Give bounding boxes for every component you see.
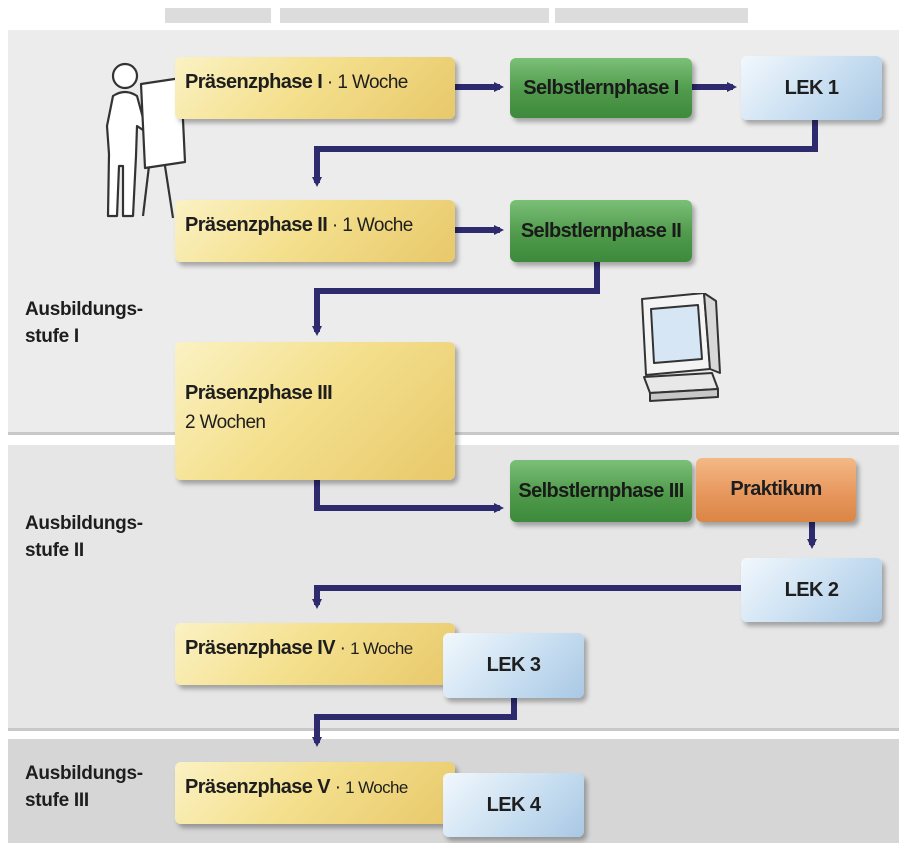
stage-label-1: Ausbildungs- stufe I	[25, 296, 143, 350]
arrow-s2-to-p3	[312, 262, 600, 336]
arrow-lek2-to-p4	[312, 585, 741, 609]
arrow-p3-to-s3	[314, 480, 504, 513]
header-bar-2	[280, 8, 549, 23]
node-praesenzphase-3-duration: 2 Wochen	[185, 412, 266, 433]
stage-label-3: Ausbildungs- stufe III	[25, 760, 143, 814]
node-praesenzphase-4-title: Präsenzphase IV	[185, 637, 336, 659]
node-selbstlernphase-1: Selbstlernphase I	[510, 58, 692, 118]
node-praesenzphase-2: Präsenzphase II · 1 Woche	[175, 200, 455, 262]
header-bar-3	[555, 8, 748, 23]
node-selbstlernphase-3-title: Selbstlernphase III	[518, 479, 684, 502]
node-praesenzphase-5: Präsenzphase V · 1 Woche	[175, 762, 455, 824]
arrow-lek1-to-p2	[312, 120, 818, 187]
node-lek-3: LEK 3	[443, 633, 584, 698]
stage-label-1-line1: Ausbildungs-	[25, 299, 143, 320]
node-praesenzphase-5-sep: ·	[330, 777, 346, 798]
node-praesenzphase-2-duration: 1 Woche	[342, 215, 413, 236]
stage-label-1-line2: stufe I	[25, 326, 79, 347]
node-lek-3-title: LEK 3	[486, 654, 541, 676]
stage-label-3-line2: stufe III	[25, 790, 89, 811]
node-lek-1-title: LEK 1	[784, 76, 839, 99]
node-praesenzphase-5-duration: 1 Woche	[345, 778, 408, 797]
node-lek-1: LEK 1	[741, 56, 882, 120]
stage-label-2-line1: Ausbildungs-	[25, 513, 143, 534]
node-praesenzphase-1-sep: ·	[322, 72, 338, 93]
node-selbstlernphase-2-title: Selbstlernphase II	[520, 219, 682, 242]
header-bar-1	[165, 8, 271, 23]
node-selbstlernphase-2: Selbstlernphase II	[510, 200, 692, 262]
node-lek-2: LEK 2	[741, 558, 882, 622]
arrow-lek3-to-p5	[312, 698, 517, 747]
node-praesenzphase-3: Präsenzphase III 2 Wochen	[175, 342, 455, 480]
node-selbstlernphase-1-title: Selbstlernphase I	[523, 76, 679, 99]
node-selbstlernphase-3: Selbstlernphase III	[510, 460, 692, 522]
node-praesenzphase-1-title: Präsenzphase I	[185, 71, 323, 93]
computer-monitor-icon	[641, 293, 721, 402]
node-praesenzphase-2-title: Präsenzphase II	[185, 214, 328, 236]
node-praesenzphase-4-sep: ·	[334, 638, 351, 659]
node-praesenzphase-1-duration: 1 Woche	[337, 72, 408, 93]
node-lek-4: LEK 4	[443, 773, 584, 837]
node-praesenzphase-1: Präsenzphase I · 1 Woche	[175, 57, 455, 119]
node-praesenzphase-4-duration: 1 Woche	[350, 639, 413, 658]
node-praesenzphase-4: Präsenzphase IV · 1 Woche	[175, 623, 455, 685]
node-praktikum: Praktikum	[696, 458, 856, 522]
node-praesenzphase-2-sep: ·	[327, 215, 343, 236]
node-lek-2-title: LEK 2	[784, 578, 839, 601]
node-lek-4-title: LEK 4	[486, 793, 541, 816]
node-praktikum-title: Praktikum	[730, 478, 822, 500]
presenter-at-flipchart-icon	[105, 62, 187, 219]
node-praesenzphase-5-title: Präsenzphase V	[185, 776, 331, 798]
stage-label-3-line1: Ausbildungs-	[25, 763, 143, 784]
stage-label-2: Ausbildungs- stufe II	[25, 510, 143, 564]
node-praesenzphase-3-title: Präsenzphase III	[185, 382, 333, 404]
stage-label-2-line2: stufe II	[25, 540, 84, 561]
